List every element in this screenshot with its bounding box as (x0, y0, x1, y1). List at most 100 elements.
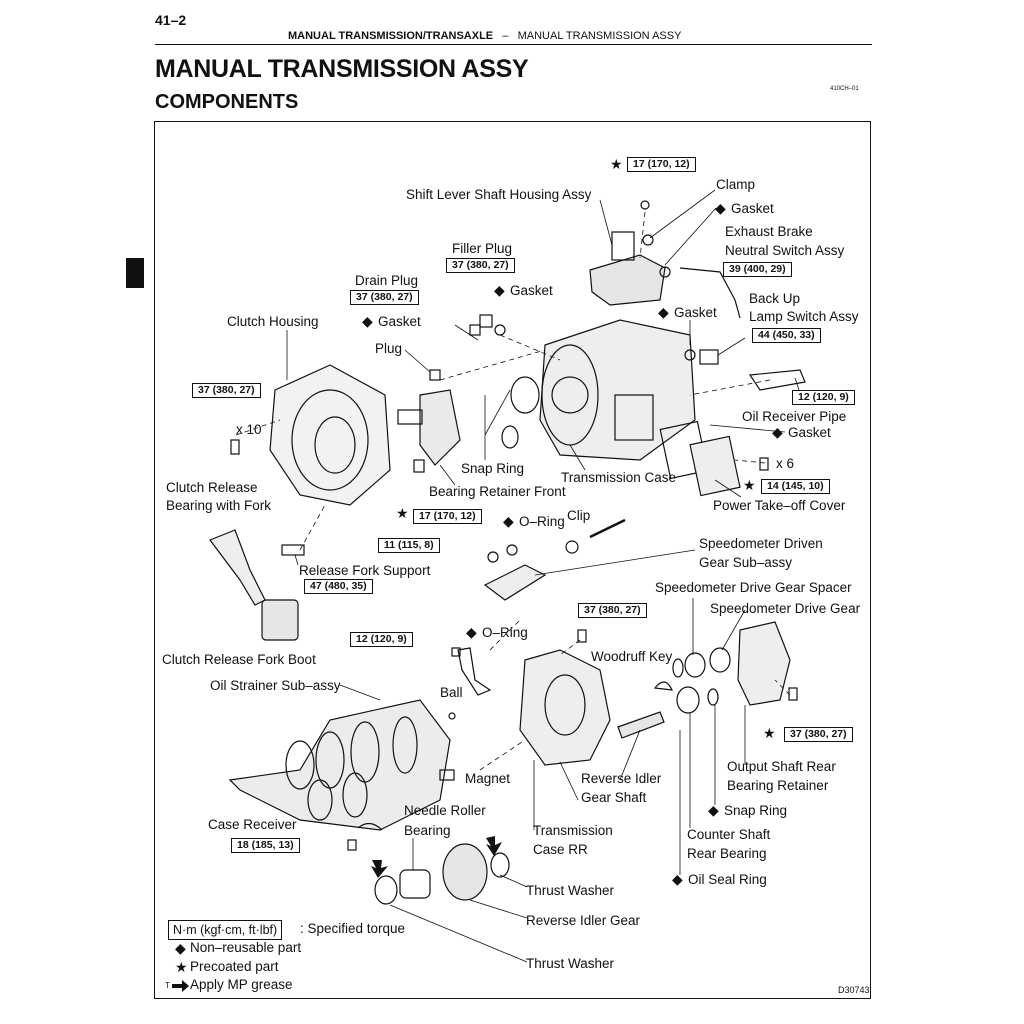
label-output-retainer-1: Output Shaft Rear (727, 759, 836, 774)
label-output-retainer-2: Bearing Retainer (727, 778, 829, 793)
legend-star-symbol: ★ (175, 959, 188, 975)
torque-backup-lamp: 44 (450, 33) (752, 328, 821, 343)
precoated-symbol: ★ (763, 725, 776, 741)
label-transmission-case: Transmission Case (561, 470, 677, 485)
label-o-ring-top: O–Ring (519, 514, 565, 529)
torque-case-rr-top: 37 (380, 27) (578, 603, 647, 618)
label-trans-case-rr-2: Case RR (533, 842, 588, 857)
page-title: MANUAL TRANSMISSION ASSY (155, 55, 529, 83)
legend-mp-grease: Apply MP grease (190, 977, 293, 992)
speedometer-drive-gear-part (709, 647, 731, 673)
non-reusable-symbol: ◆ (672, 871, 683, 887)
torque-clutch-housing: 37 (380, 27) (192, 383, 261, 398)
label-clutch-release-2: Bearing with Fork (166, 498, 272, 513)
label-gasket-filler: Gasket (510, 283, 553, 298)
leader-lines (286, 189, 801, 963)
bearing-retainer-front-part (397, 389, 461, 466)
label-drain-plug: Drain Plug (355, 273, 419, 288)
section-name: MANUAL TRANSMISSION/TRANSAXLE (288, 30, 494, 42)
label-back-up-1: Back Up (749, 291, 801, 306)
assembly-lines (235, 211, 791, 771)
gasket-filler-part (494, 324, 506, 336)
label-exhaust-brake-1: Exhaust Brake (725, 224, 813, 239)
label-reverse-idler-shaft-2: Gear Shaft (581, 790, 647, 805)
label-release-fork-support: Release Fork Support (299, 563, 431, 578)
legend-precoated: Precoated part (190, 959, 279, 974)
torque-output-retainer: 37 (380, 27) (784, 727, 853, 742)
label-clip: Clip (567, 508, 591, 523)
mp-grease-arrow-icon (172, 980, 189, 992)
page-subtitle: COMPONENTS (155, 91, 299, 113)
precoated-symbol: ★ (396, 505, 409, 521)
label-x10: x 10 (236, 422, 262, 437)
oil-receiver-pipe-part (748, 369, 806, 391)
running-header: MANUAL TRANSMISSION/TRANSAXLE – MANUAL T… (288, 30, 681, 42)
label-woodruff-key: Woodruff Key (591, 649, 673, 664)
exhaust-brake-switch-part (679, 267, 741, 319)
label-snap-ring-front: Snap Ring (461, 461, 525, 476)
label-speedo-driven-2: Gear Sub–assy (699, 555, 793, 570)
label-clutch-release-boot: Clutch Release Fork Boot (162, 652, 316, 667)
label-clutch-housing: Clutch Housing (227, 314, 319, 329)
transmission-case-part (539, 319, 696, 461)
precoated-symbol: ★ (743, 477, 756, 493)
label-clutch-release-1: Clutch Release (166, 480, 258, 495)
gasket-exhaust-part (659, 266, 671, 278)
torque-exhaust-brake: 39 (400, 29) (723, 262, 792, 277)
legend-diamond-symbol: ◆ (175, 940, 186, 956)
label-speedo-drive-spacer: Speedometer Drive Gear Spacer (655, 580, 852, 595)
torque-oil-strainer: 12 (120, 9) (350, 632, 413, 647)
label-ball: Ball (440, 685, 463, 700)
snap-ring-front-part (510, 376, 540, 414)
label-case-receiver: Case Receiver (208, 817, 297, 832)
label-oil-strainer: Oil Strainer Sub–assy (210, 678, 341, 693)
label-thrust-washer-2: Thrust Washer (526, 956, 615, 971)
label-speedo-drive-gear: Speedometer Drive Gear (710, 601, 861, 616)
non-reusable-symbol: ◆ (658, 304, 669, 320)
woodruff-key-part (653, 681, 673, 691)
non-reusable-symbol: ◆ (708, 802, 719, 818)
torque-oil-pipe: 12 (120, 9) (792, 390, 855, 405)
label-filler-plug: Filler Plug (452, 241, 513, 256)
label-gasket-backup: Gasket (674, 305, 717, 320)
section-tab-marker (126, 258, 144, 288)
label-snap-ring-rear: Snap Ring (724, 803, 788, 818)
clutch-release-boot-part (261, 599, 299, 641)
label-power-takeoff-cover: Power Take–off Cover (713, 498, 846, 513)
clutch-housing-part (269, 364, 391, 506)
reverse-idler-gear-part (442, 843, 488, 901)
speedometer-spacer-part (684, 652, 706, 678)
mp-grease-arrows (371, 836, 502, 878)
plug-part (429, 369, 441, 381)
label-gasket-drain: Gasket (378, 314, 421, 329)
non-reusable-symbol: ◆ (503, 513, 514, 529)
figure-code: D30743 (838, 985, 870, 995)
bolts (230, 439, 798, 851)
reverse-idler-shaft-part (617, 711, 665, 739)
reference-code: 410CH–01 (830, 86, 859, 92)
torque-bearing-retainer: 17 (170, 12) (413, 509, 482, 524)
label-bearing-retainer-front: Bearing Retainer Front (429, 484, 566, 499)
label-reverse-idler-gear: Reverse Idler Gear (526, 913, 641, 928)
thrust-washer-front-part (374, 875, 398, 905)
gasket-backup-part (684, 349, 696, 361)
label-reverse-idler-shaft-1: Reverse Idler (581, 771, 662, 786)
filler-plug-part (479, 314, 493, 328)
oil-strainer-part (457, 647, 492, 696)
snap-ring-small-part (501, 425, 519, 449)
transmission-case-rr-part (519, 649, 611, 766)
label-gasket-pto: Gasket (788, 425, 831, 440)
label-gasket-top: Gasket (731, 201, 774, 216)
case-receiver-part (357, 822, 383, 831)
shift-lever-housing-part (589, 200, 666, 306)
diagram-frame (154, 121, 871, 999)
torque-case-receiver: 18 (185, 13) (231, 838, 300, 853)
label-trans-case-rr-1: Transmission (533, 823, 613, 838)
label-x6: x 6 (776, 456, 795, 471)
subsection-name: MANUAL TRANSMISSION ASSY (517, 30, 682, 42)
label-clamp: Clamp (716, 177, 756, 192)
label-counter-bearing-2: Rear Bearing (687, 846, 767, 861)
precoated-symbol: ★ (610, 156, 623, 172)
clip-part (565, 540, 579, 554)
magnet-part (439, 769, 455, 781)
